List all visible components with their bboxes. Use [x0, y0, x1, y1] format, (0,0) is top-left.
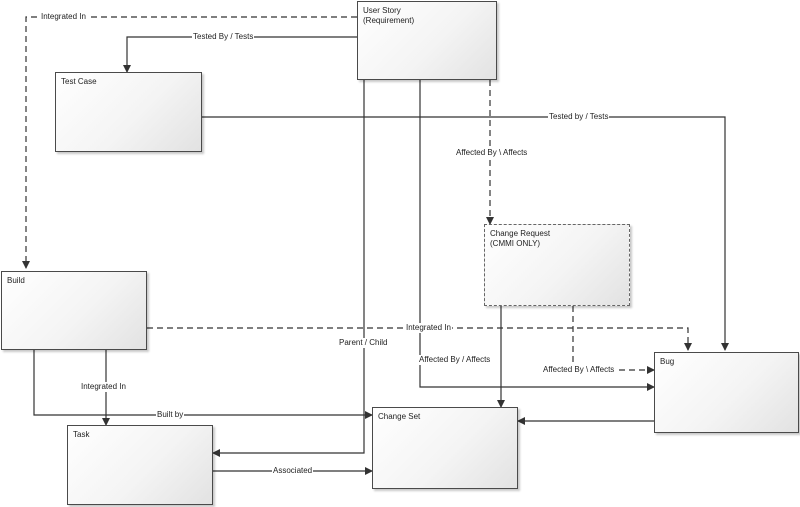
label-built-by: Built by	[156, 410, 185, 420]
label-tested-by-tests-left: Tested By / Tests	[192, 32, 255, 42]
label-integrated-in-middle: Integrated In	[405, 323, 452, 333]
label-associated: Associated	[272, 466, 314, 476]
node-change-request-subtitle: (CMMI ONLY)	[490, 239, 541, 248]
label-tested-by-tests-right: Tested by / Tests	[548, 112, 610, 122]
node-change-set-title: Change Set	[378, 412, 421, 421]
edge-userstory-build	[22, 13, 364, 269]
edge-build-changeset	[30, 343, 373, 419]
node-change-request-title: Change Request	[490, 229, 551, 238]
label-integrated-in-build: Integrated In	[80, 382, 127, 392]
edge-changerequest-bug	[569, 299, 655, 374]
node-test-case[interactable]: Test Case	[55, 72, 202, 152]
node-task[interactable]: Task	[67, 425, 213, 505]
node-user-story[interactable]: User Story (Requirement)	[357, 1, 497, 80]
node-bug[interactable]: Bug	[654, 352, 799, 433]
label-parent-child: Parent / Child	[338, 338, 389, 348]
node-task-title: Task	[73, 430, 90, 439]
label-affected-by-affects-cs: Affected By / Affects	[418, 355, 492, 365]
node-change-request[interactable]: Change Request (CMMI ONLY)	[484, 224, 630, 306]
label-affected-by-affects-bug: Affected By \ Affects	[542, 365, 616, 375]
node-user-story-title: User Story	[363, 6, 401, 15]
node-build-title: Build	[7, 276, 25, 285]
label-integrated-in-top: Integrated In	[40, 12, 87, 22]
edge-userstory-bug	[416, 73, 655, 391]
node-build[interactable]: Build	[1, 271, 147, 350]
node-test-case-title: Test Case	[61, 77, 97, 86]
label-affected-by-affects-mid: Affected By \ Affects	[455, 148, 529, 158]
node-bug-title: Bug	[660, 357, 675, 366]
edge-userstory-testcase	[123, 33, 364, 73]
edge-testcase-bug	[195, 113, 729, 351]
node-change-set[interactable]: Change Set	[372, 407, 518, 489]
edge-userstory-task	[212, 73, 368, 457]
node-user-story-subtitle: (Requirement)	[363, 16, 415, 25]
